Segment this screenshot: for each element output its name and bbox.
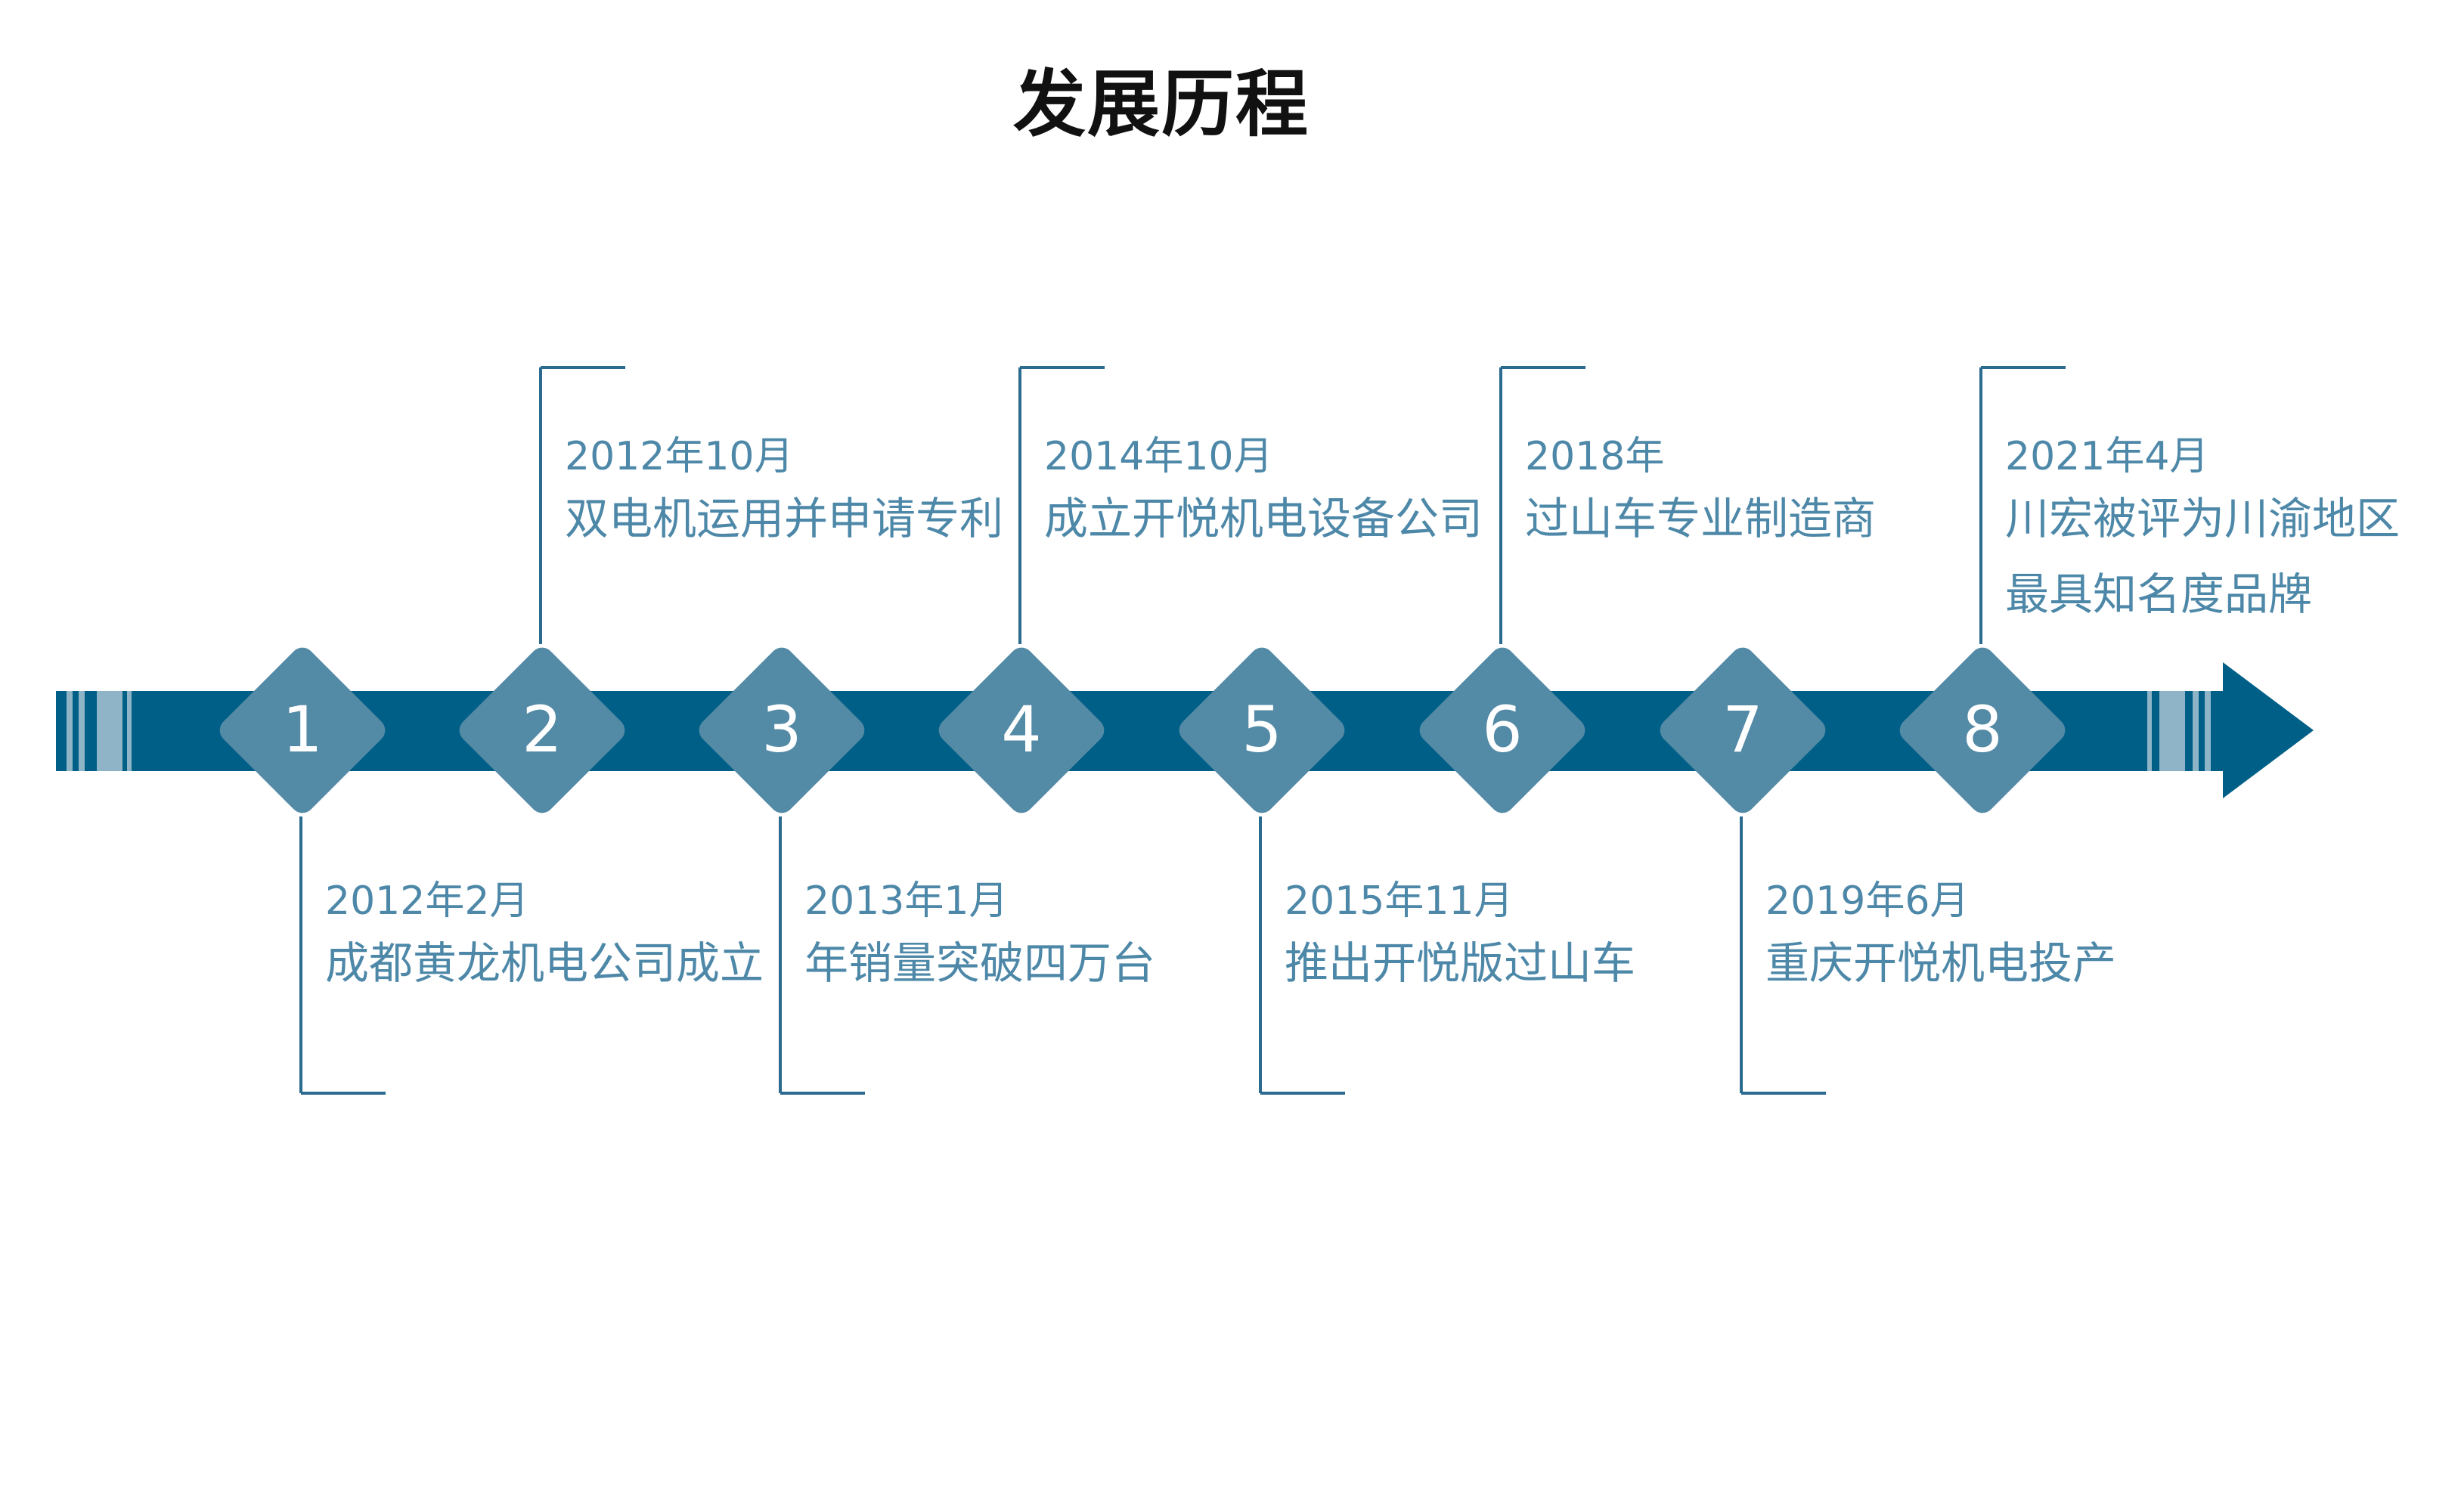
- milestone-description: 双电机运用并申请专利: [565, 493, 1004, 544]
- milestone-number: 4: [1001, 692, 1041, 767]
- milestone-diamond: [459, 647, 625, 813]
- milestone-text-block: 2018年过山车专业制造商: [1525, 432, 1876, 556]
- milestone-marker: 1: [219, 647, 386, 813]
- milestone-number: 3: [761, 692, 801, 767]
- right-stripes: [2147, 691, 2211, 771]
- milestone-diamond: [1179, 647, 1345, 813]
- milestone-text-block: 2013年1月年销量突破四万台: [804, 877, 1155, 1001]
- milestone-date: 2019年6月: [1765, 878, 1970, 924]
- milestone-diamond: [219, 647, 386, 813]
- milestone-text-block: 2019年6月重庆开悦机电投产: [1765, 877, 2116, 1001]
- milestone-date: 2015年11月: [1285, 878, 1514, 924]
- milestone-number: 6: [1482, 692, 1522, 767]
- milestone-description: 推出开悦版过山车: [1285, 937, 1636, 989]
- milestone-marker: 2: [459, 647, 625, 813]
- page-title: 发展历程: [1013, 62, 1310, 147]
- milestone-diamond: [938, 647, 1105, 813]
- milestone-diamond: [699, 647, 865, 813]
- milestone-description: 年销量突破四万台: [804, 937, 1156, 989]
- milestone-marker: 7: [1660, 647, 1826, 813]
- milestone-diamond: [1419, 647, 1585, 813]
- milestone-description: 成都黄龙机电公司成立: [325, 937, 764, 989]
- milestone-description: 过山车专业制造商: [1525, 493, 1877, 544]
- milestone-marker: 5: [1179, 647, 1345, 813]
- timeline-arrow-head: [2223, 662, 2314, 798]
- left-stripes: [67, 691, 132, 771]
- milestone-number: 8: [1962, 692, 2002, 767]
- milestone-date: 2013年1月: [804, 878, 1009, 924]
- connector-lines: [299, 366, 2066, 1095]
- milestone-text-block: 2014年10月成立开悦机电设备公司: [1044, 432, 1483, 556]
- milestone-text-block: 2012年2月成都黄龙机电公司成立: [325, 877, 764, 1001]
- milestone-description: 重庆开悦机电投产: [1765, 937, 2117, 989]
- milestone-date: 2012年10月: [565, 434, 794, 479]
- milestone-marker: 3: [699, 647, 865, 813]
- milestone-description: 川宏被评为川渝地区: [2005, 493, 2401, 544]
- milestone-date: 2014年10月: [1044, 434, 1273, 479]
- milestone-date: 2012年2月: [325, 878, 529, 924]
- milestone-number: 7: [1722, 692, 1762, 767]
- milestone-markers: 1 2 3 4 5 6 7 8: [219, 647, 2066, 813]
- milestone-number: 1: [282, 692, 322, 767]
- timeline-arrow-shaft: [56, 691, 2233, 771]
- milestone-diamond: [1660, 647, 1826, 813]
- milestone-diamond: [1899, 647, 2066, 813]
- milestone-text-block: 2021年4月川宏被评为川渝地区最具知名度品牌: [2005, 432, 2400, 632]
- milestone-number: 2: [522, 692, 562, 767]
- milestone-number: 5: [1241, 692, 1282, 767]
- milestone-marker: 6: [1419, 647, 1585, 813]
- milestone-date: 2018年: [1525, 434, 1665, 479]
- milestone-description: 成立开悦机电设备公司: [1044, 493, 1483, 544]
- milestone-text-block: 2012年10月双电机运用并申请专利: [565, 432, 1003, 556]
- milestone-date: 2021年4月: [2005, 434, 2209, 479]
- milestone-marker: 8: [1899, 647, 2066, 813]
- milestone-marker: 4: [938, 647, 1105, 813]
- milestone-description: 最具知名度品牌: [2005, 569, 2313, 620]
- milestone-text-block: 2015年11月推出开悦版过山车: [1285, 877, 1635, 1001]
